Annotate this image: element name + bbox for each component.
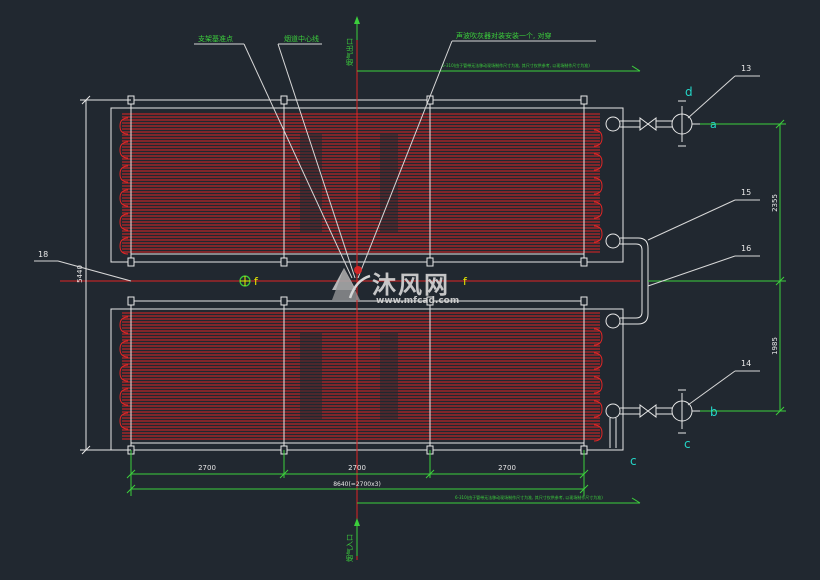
dim-right-lower: 1985 <box>771 337 779 355</box>
tube-return-bend <box>119 237 129 255</box>
tube-return-bend <box>593 129 603 147</box>
left-dimension <box>80 95 131 455</box>
support-post <box>280 296 288 306</box>
tube-gap <box>300 134 322 232</box>
port-letter-a: a <box>710 118 717 131</box>
support-post <box>580 95 588 105</box>
dim-bay-1: 2700 <box>198 464 216 472</box>
flow-note-bottom: 6-310(由于管带无法移动现场制作尺寸为准, 其尺寸仅供参考, 以现场制作尺寸… <box>455 494 603 500</box>
support-post <box>580 257 588 267</box>
callout-duct-centerline: 烟道中心线 <box>284 34 319 43</box>
port-letter-f-left: f <box>254 275 259 288</box>
port-letter-f-right: f <box>463 275 468 288</box>
tube-gap <box>380 134 398 232</box>
support-post <box>426 257 434 267</box>
dim-bay-3: 2700 <box>498 464 516 472</box>
piping <box>605 100 710 448</box>
upper-module-frame <box>110 99 624 263</box>
part-number-14: 14 <box>741 359 751 368</box>
support-post <box>280 95 288 105</box>
tube-return-bend <box>119 213 129 231</box>
support-post <box>580 296 588 306</box>
flow-note-lines <box>357 65 641 504</box>
port-letter-b: b <box>710 405 718 419</box>
tube-return-bend <box>593 352 603 370</box>
part-number-13: 13 <box>741 64 751 73</box>
tube-return-bend <box>593 328 603 346</box>
flow-note-top: 6-310(由于管带无法移动现场制作尺寸为准, 其尺寸仅供参考, 以现场制作尺寸… <box>442 62 590 68</box>
port-letter-d: d <box>685 85 693 99</box>
tube-return-bend <box>119 340 129 358</box>
callout-support-base: 支架基准点 <box>198 34 233 43</box>
port-letter-c-drain: c <box>630 454 637 468</box>
watermark-logo-icon <box>332 266 371 300</box>
dim-bay-2: 2700 <box>348 464 366 472</box>
upper-outlet-nozzle <box>605 116 621 132</box>
watermark-url: www.mfcad.com <box>376 296 459 306</box>
tube-return-bend <box>119 316 129 334</box>
tube-return-bend <box>119 141 129 159</box>
tube-return-bend <box>119 165 129 183</box>
tube-return-bend <box>119 412 129 430</box>
dim-left-height: 5440 <box>76 265 84 283</box>
part-number-15: 15 <box>741 188 751 197</box>
right-dimension-chain <box>648 119 786 416</box>
tube-return-bend <box>119 189 129 207</box>
level-marker-icon <box>239 275 251 287</box>
tube-return-bend <box>119 388 129 406</box>
tube-return-bend <box>593 201 603 219</box>
watermark-brand: 沐风网 <box>372 271 450 299</box>
tube-return-bend <box>593 225 603 243</box>
dim-right-upper: 2355 <box>771 194 779 212</box>
lower-tube-bundle <box>119 312 603 442</box>
tube-return-bend <box>593 424 603 442</box>
tube-return-bend <box>593 153 603 171</box>
dim-overall: 8640(=2700x3) <box>333 481 381 488</box>
top-callout-leaders <box>194 40 596 279</box>
lower-outlet-nozzle <box>605 403 621 419</box>
tube-gap <box>300 333 322 420</box>
axis-label-bottom: 烟气入口 <box>345 534 354 562</box>
support-post <box>426 296 434 306</box>
port-letter-c-valve: c <box>684 437 691 451</box>
tube-gap <box>380 333 398 420</box>
tube-return-bend <box>593 177 603 195</box>
tube-return-bend <box>593 376 603 394</box>
tube-return-bend <box>119 117 129 135</box>
callout-sootblower: 声波吹灰器对装安装一个, 对穿 <box>456 31 551 40</box>
bottom-dimension-chain <box>126 450 589 496</box>
part-number-18: 18 <box>38 250 48 259</box>
support-post <box>127 296 135 306</box>
upper-tube-bundle <box>119 113 603 255</box>
axis-label-top: 烟气出口 <box>345 38 354 66</box>
support-post <box>280 257 288 267</box>
tube-return-bend <box>593 400 603 418</box>
support-post <box>127 257 135 267</box>
watermark: 沐风网 www.mfcad.com <box>332 266 459 306</box>
part-leaders <box>34 75 760 406</box>
part-number-16: 16 <box>741 244 751 253</box>
tube-return-bend <box>119 364 129 382</box>
